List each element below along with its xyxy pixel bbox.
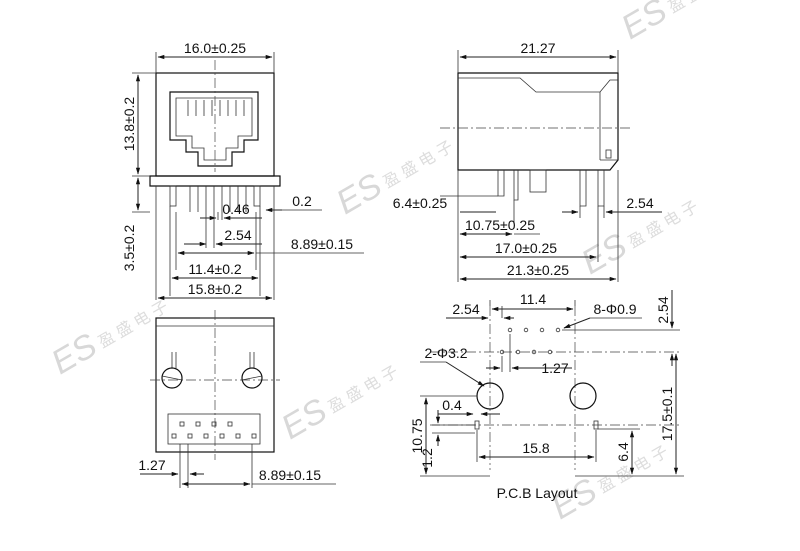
dim-length: 21.27 (520, 40, 555, 56)
bottom-view: 1.27 8.89±0.15 (138, 310, 336, 488)
dim-11-4: 11.4±0.2 (188, 261, 242, 277)
watermark-logo: ES (615, 0, 674, 47)
pcb-dim-2-54-right: 2.54 (655, 296, 671, 323)
watermark-logo: ES (575, 226, 634, 282)
dim-bottom-8-89: 8.89±0.15 (259, 467, 321, 483)
pcb-pin-holes (499, 327, 561, 355)
jack-inner (175, 97, 253, 161)
dim-17-0: 17.0±0.25 (495, 240, 557, 256)
watermark-company: 盈 盛 电 子 (595, 442, 671, 496)
contacts (187, 100, 245, 116)
watermark: ES 盈 盛 电 子 ES 盈 盛 电 子 ES 盈 盛 电 子 ES 盈 盛 … (45, 0, 741, 527)
dim-width-top: 16.0±0.25 (184, 40, 246, 56)
mounting-posts (161, 352, 263, 389)
front-body-outline (155, 72, 275, 177)
dim-side-2-54: 2.54 (626, 195, 653, 211)
dim-2-54: 2.54 (224, 227, 251, 243)
dim-0-2: 0.2 (292, 193, 312, 209)
bottom-pins (171, 421, 257, 439)
dim-body-height: 13.8±0.2 (121, 97, 137, 152)
watermark-company: 盈 盛 电 子 (325, 362, 401, 416)
pcb-dim-11-4: 11.4 (520, 291, 546, 307)
side-body-outline (457, 72, 619, 171)
pcb-dim-17-5: 17.5±0.1 (659, 387, 675, 442)
pcb-dim-1-27: 1.27 (541, 360, 568, 376)
pcb-dim-hole-dia: 8-Φ0.9 (593, 301, 636, 317)
pcb-dim-2-54-top: 2.54 (452, 301, 479, 317)
pcb-dim-0-4: 0.4 (442, 397, 462, 413)
watermark-company: 盈 盛 电 子 (95, 297, 171, 351)
dim-0-46: 0.46 (222, 201, 249, 217)
front-view: 16.0±0.25 13.8±0.2 3.5±0.2 0.46 0.2 2.54… (121, 40, 364, 301)
side-body-top (458, 77, 618, 93)
dim-pin-length: 3.5±0.2 (121, 224, 137, 271)
dim-8-89: 8.89±0.15 (291, 236, 353, 252)
watermark-company: 盈 盛 电 子 (380, 137, 456, 191)
pcb-dim-15-8: 15.8 (522, 440, 549, 456)
watermark-logo: ES (275, 391, 334, 447)
pcb-caption: P.C.B Layout (497, 485, 578, 501)
front-pins (169, 185, 261, 212)
dim-bottom-1-27: 1.27 (138, 457, 165, 473)
dim-pin-height: 6.4±0.25 (393, 195, 448, 211)
pcb-layout: 11.4 2.54 8-Φ0.9 2.54 2-Φ3.2 1.27 0.4 (409, 290, 684, 501)
jack-opening (169, 91, 259, 167)
front-base (149, 175, 281, 187)
watermark-company: 盈 盛 电 子 (665, 0, 741, 17)
side-view: 21.27 6.4±0.25 10.75±0.25 2.54 17.0±0.25… (393, 40, 662, 282)
pcb-dim-mount-dia: 2-Φ3.2 (424, 345, 467, 361)
pcb-mount-hole-right (569, 382, 597, 410)
pcb-dim-10-75: 10.75 (409, 418, 425, 453)
watermark-logo: ES (330, 166, 389, 222)
pcb-dim-6-4: 6.4 (615, 442, 631, 462)
pcb-shield-pin-right (593, 420, 599, 430)
pcb-dim-1-2: 1.2 (419, 448, 435, 468)
dim-15-8: 15.8±0.2 (188, 281, 243, 297)
dim-10-75: 10.75±0.25 (465, 217, 535, 233)
pin-field (167, 413, 261, 445)
dim-21-3: 21.3±0.25 (507, 262, 569, 278)
side-pins (497, 169, 605, 207)
watermark-logo: ES (45, 326, 104, 382)
